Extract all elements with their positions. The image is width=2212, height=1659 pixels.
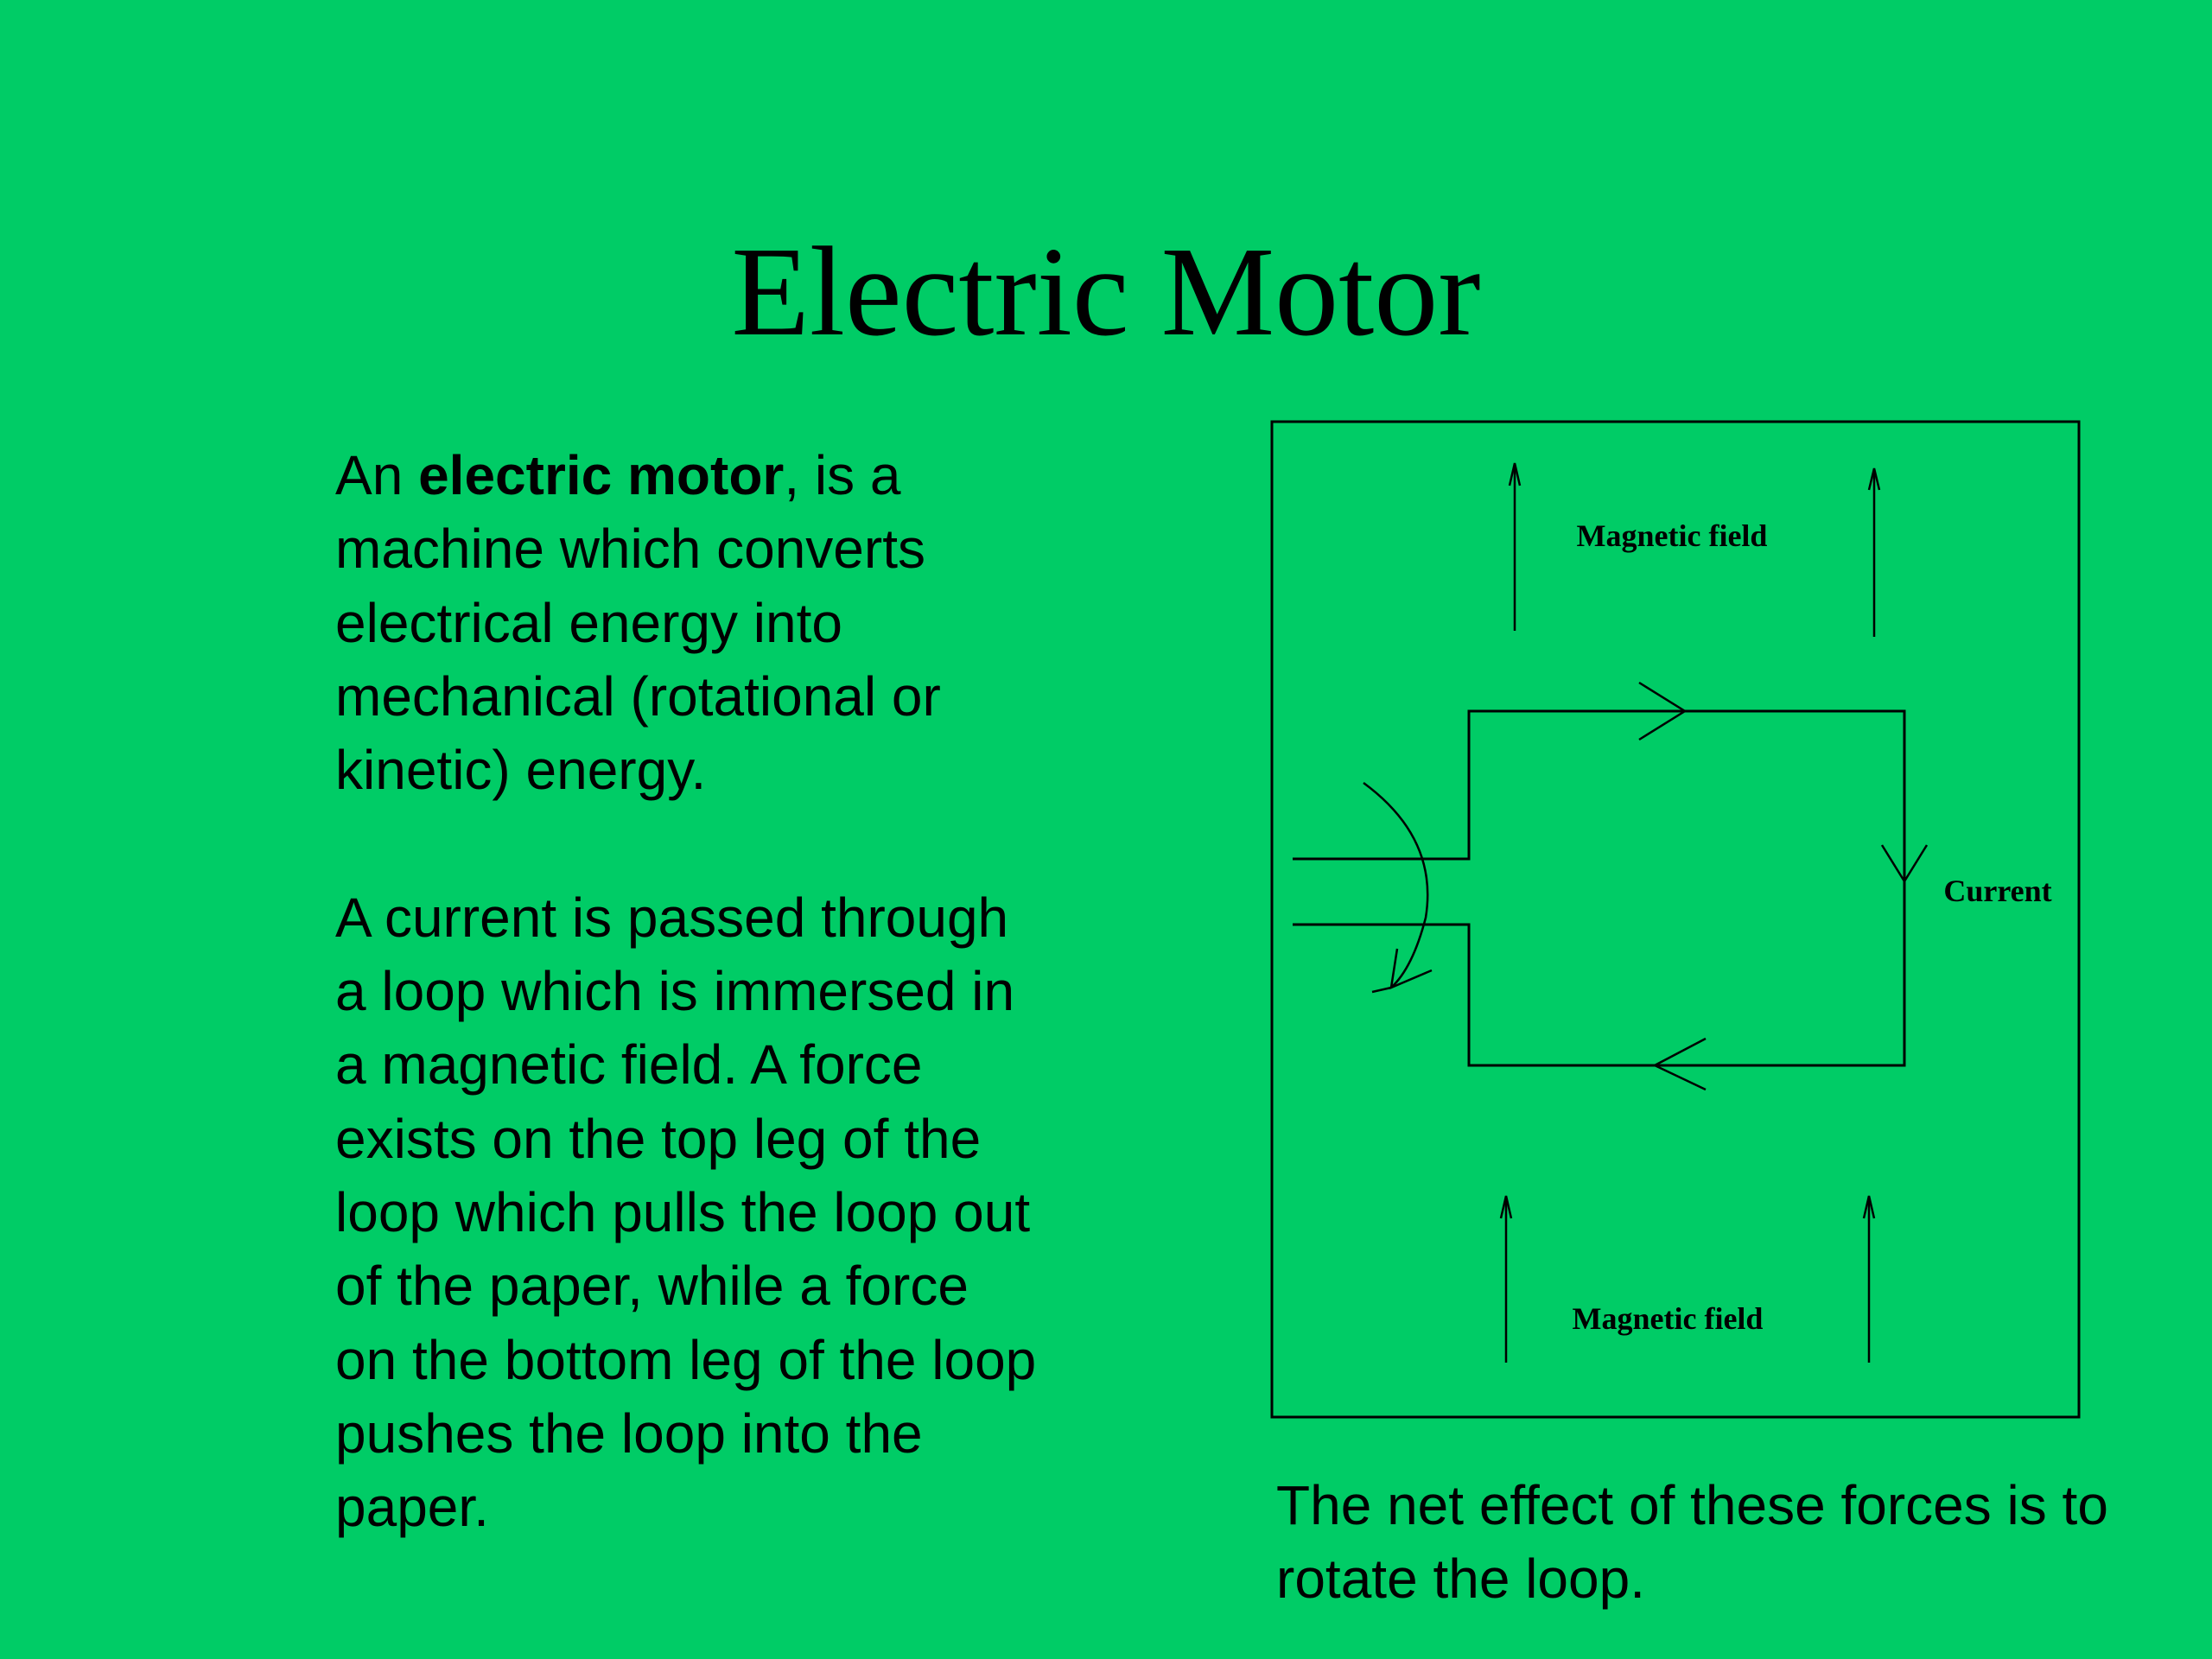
paragraph-explanation: A current is passed through a loop which… [335,886,1037,1539]
motor-diagram: Magnetic field Current [1262,415,2091,1426]
current-arrow-bottom [1652,1037,1707,1091]
body-text: An electric motor, is a machine which co… [335,439,1044,1544]
field-arrow-bottom-right [1862,1195,1876,1363]
caption-text: The net effect of these forces is to rot… [1276,1474,2108,1611]
slide-title: Electric Motor [731,221,1481,363]
diagram-frame [1270,420,2081,1419]
current-loop [1293,709,1906,1067]
magnetic-field-label-bottom: Magnetic field [1573,1301,1764,1336]
definition-term: electric motor [418,444,785,506]
rotation-arrow [1363,781,1433,994]
motor-diagram-svg: Magnetic field Current [1270,420,2081,1419]
paragraph-definition: An electric motor, is a machine which co… [335,439,1044,807]
definition-rest: , is a machine which converts electrical… [335,444,941,802]
definition-prefix: An [335,444,419,506]
field-arrow-top-right [1867,467,1881,637]
diagram-caption: The net effect of these forces is to rot… [1276,1469,2166,1617]
current-label: Current [1943,874,2051,908]
field-arrow-bottom-left [1499,1195,1513,1363]
field-arrow-top-left [1508,462,1522,631]
current-arrow-top [1638,681,1688,741]
current-arrow-right [1880,844,1929,884]
magnetic-field-label-top: Magnetic field [1577,518,1768,553]
